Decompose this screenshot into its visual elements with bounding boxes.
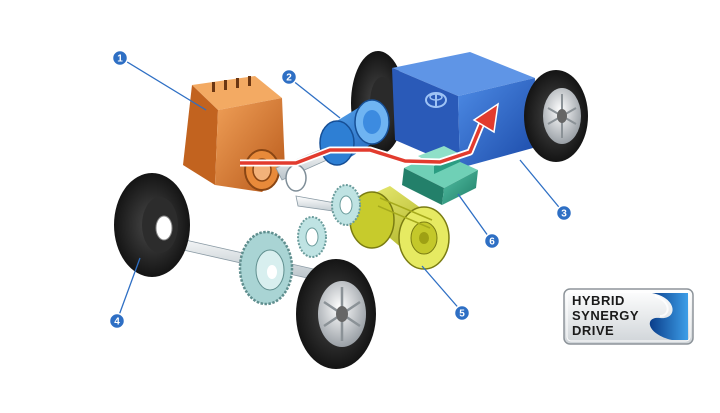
battery-pack: [392, 52, 535, 168]
front-right-wheel: [296, 259, 376, 369]
callout-6-label: 6: [489, 237, 495, 248]
logo-line-1: HYBRID: [572, 293, 625, 308]
callout-3-label: 3: [561, 209, 567, 220]
electric-motor: [349, 186, 450, 270]
engine-block: [183, 76, 285, 192]
swoosh-icon: [649, 293, 688, 340]
callout-5-label: 5: [459, 309, 465, 320]
differential-gear: [238, 230, 294, 306]
callout-4: 4: [108, 312, 126, 330]
callout-3: 3: [555, 204, 573, 222]
callout-4-label: 4: [114, 317, 120, 328]
logo-line-3: DRIVE: [572, 323, 614, 338]
callout-leaders: [117, 59, 564, 319]
callout-2: 2: [280, 68, 298, 86]
toyota-logo-icon: [425, 92, 447, 108]
callout-5: 5: [453, 304, 471, 322]
hybrid-synergy-drive-logo: HYBRID SYNERGY DRIVE: [563, 288, 694, 345]
callout-1-label: 1: [117, 54, 123, 65]
rear-right-wheel: [524, 70, 588, 162]
callout-2-label: 2: [286, 73, 292, 84]
front-left-wheel: [114, 173, 190, 277]
planetary-gearset: [295, 184, 361, 258]
logo-line-2: SYNERGY: [572, 308, 639, 323]
flow-arrow-icon: [240, 102, 499, 167]
callout-6: 6: [483, 232, 501, 250]
callout-1: 1: [111, 49, 129, 67]
